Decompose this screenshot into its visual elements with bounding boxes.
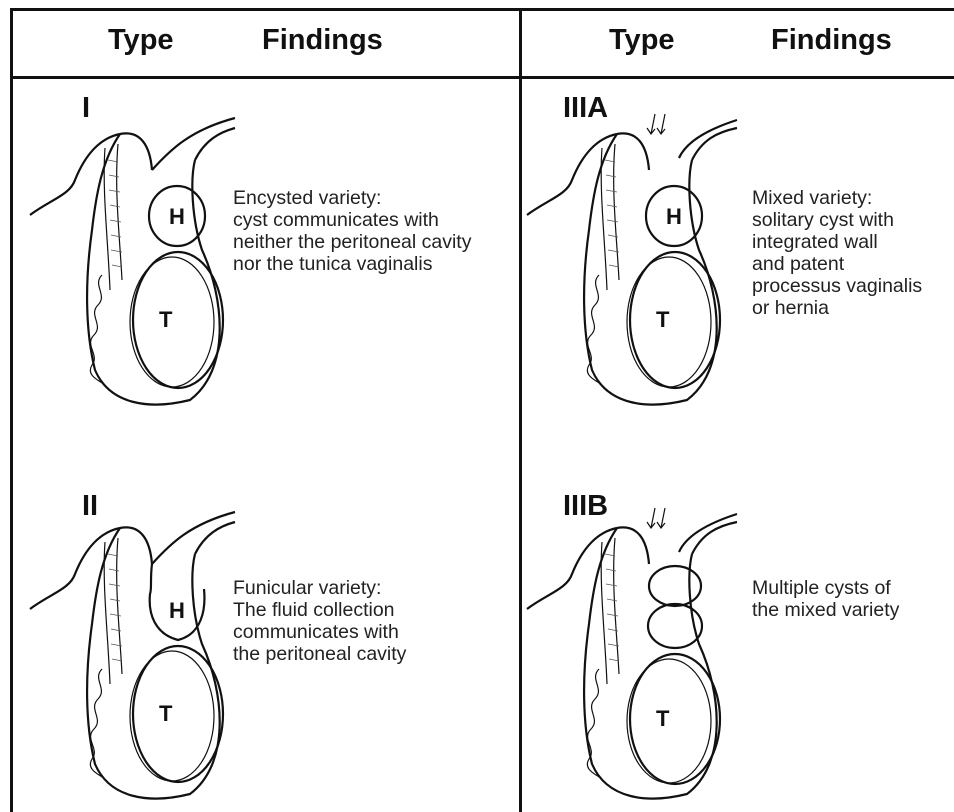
header-findings-left: Findings (262, 24, 383, 57)
findings-line: solitary cyst with (752, 209, 922, 231)
cyst-upper (649, 566, 701, 606)
testis-label: T (159, 701, 173, 726)
findings-text: Funicular variety: The fluid collection … (233, 577, 406, 665)
testis-label: T (656, 307, 670, 332)
findings-line: nor the tunica vaginalis (233, 253, 471, 275)
findings-line: the peritoneal cavity (233, 643, 406, 665)
findings-line: Funicular variety: (233, 577, 406, 599)
findings-line: Encysted variety: (233, 187, 471, 209)
hydrocele-label: H (169, 598, 185, 623)
findings-line: Multiple cysts of (752, 577, 899, 599)
findings-text: Mixed variety: solitary cyst with integr… (752, 187, 922, 319)
hydrocele-label: H (666, 204, 682, 229)
header-type-right: Type (609, 24, 675, 57)
header-divider (10, 76, 954, 79)
findings-line: the mixed variety (752, 599, 899, 621)
findings-line: processus vaginalis (752, 275, 922, 297)
testis-label: T (159, 307, 173, 332)
findings-text: Encysted variety: cyst communicates with… (233, 187, 471, 275)
hydrocele-illustration-i: H T (30, 100, 240, 410)
findings-line: Mixed variety: (752, 187, 922, 209)
findings-line: The fluid collection (233, 599, 406, 621)
findings-line: cyst communicates with (233, 209, 471, 231)
testis-label: T (656, 706, 670, 731)
findings-line: and patent (752, 253, 922, 275)
hydrocele-illustration-iiia: H T (527, 100, 737, 410)
header-findings-right: Findings (771, 24, 892, 57)
hydrocele-illustration-iiib: T (527, 494, 737, 804)
header-type-left: Type (108, 24, 174, 57)
findings-line: integrated wall (752, 231, 922, 253)
findings-line: or hernia (752, 297, 922, 319)
column-divider (519, 8, 522, 812)
findings-line: communicates with (233, 621, 406, 643)
hydrocele-label: H (169, 204, 185, 229)
findings-line: neither the peritoneal cavity (233, 231, 471, 253)
hydrocele-illustration-ii: H T (30, 494, 240, 804)
findings-text: Multiple cysts of the mixed variety (752, 577, 899, 621)
